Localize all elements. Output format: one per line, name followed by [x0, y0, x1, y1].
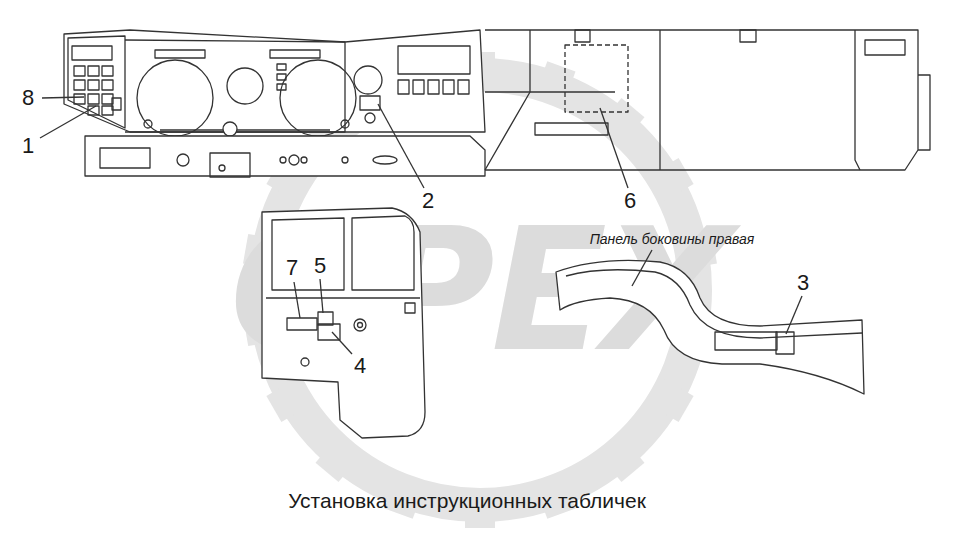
gear-tooth — [600, 98, 645, 143]
gear-tooth — [536, 61, 576, 103]
gear-tooth — [266, 379, 310, 422]
callout-number: 7 — [286, 257, 298, 279]
callout-number: 1 — [22, 135, 34, 157]
callout-number: 2 — [422, 190, 434, 212]
callout-number: 8 — [22, 87, 34, 109]
gear-tooth — [600, 437, 645, 482]
caption: Установка инструкционных табличек — [288, 490, 646, 511]
part-name: Панель боковины правая — [590, 232, 755, 246]
callout-number: 3 — [797, 272, 809, 294]
leader-lines — [40, 97, 802, 354]
callout-number: 4 — [354, 355, 366, 377]
callout-number: 5 — [314, 255, 326, 277]
gear-tooth — [316, 437, 361, 482]
gear-tooth — [649, 158, 693, 201]
callout-number: 6 — [624, 190, 636, 212]
gear-tooth — [649, 379, 693, 422]
